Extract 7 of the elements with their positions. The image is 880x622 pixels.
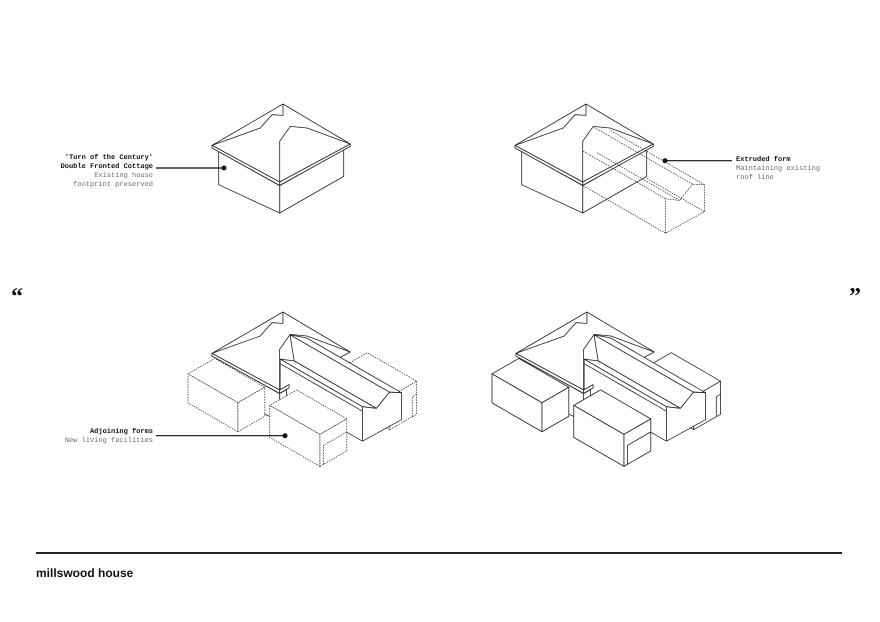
quote-mark: “ xyxy=(11,285,23,309)
project-title: millswood house xyxy=(36,565,134,581)
house-drawing xyxy=(211,103,352,214)
extruded-form xyxy=(582,126,705,234)
leader-line xyxy=(662,158,732,164)
leader-line xyxy=(156,166,226,170)
quote-mark: ” xyxy=(849,285,861,309)
